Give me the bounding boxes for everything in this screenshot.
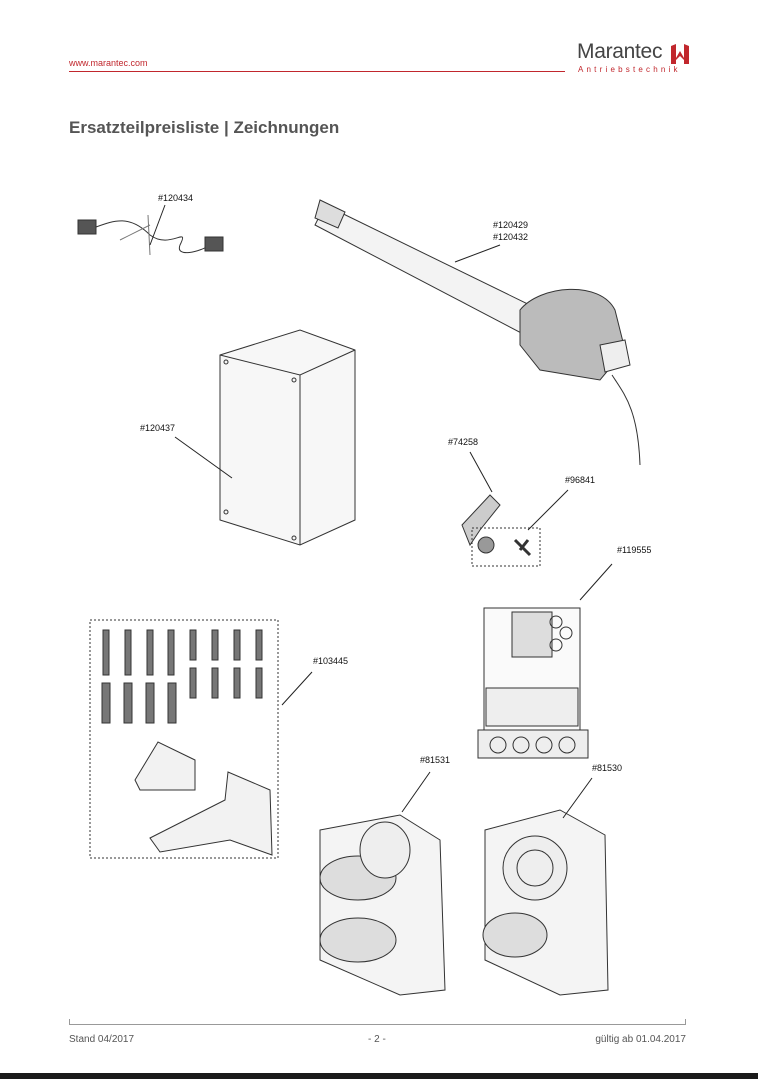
marantec-logo: Marantec Antriebstechnik: [577, 40, 689, 74]
part-label: #81530: [592, 763, 623, 773]
logo-wordmark: Marantec: [577, 40, 663, 63]
fixing-kit-drawing: [89, 619, 279, 859]
page-title: Ersatzteilpreisliste | Zeichnungen: [69, 118, 340, 137]
motor-81530-drawing: [482, 809, 609, 996]
part-label: #120429: [493, 220, 529, 230]
bottom-bar: [0, 1073, 758, 1079]
footer-rule-tick: [685, 1019, 686, 1025]
control-board-drawing: [477, 607, 589, 759]
actuator-drawing: [314, 199, 641, 466]
lock-set-drawing: [471, 527, 541, 567]
motor-81531-drawing: [319, 814, 446, 996]
release-lever-drawing: [461, 494, 501, 547]
logo-m-icon: [671, 44, 689, 64]
part-label: #81531: [420, 755, 451, 765]
website-link[interactable]: www.marantec.com: [69, 58, 148, 68]
enclosure-drawing: [219, 329, 356, 546]
header-rule: [69, 71, 565, 72]
part-label: #119555: [617, 545, 652, 555]
footer-validity: gültig ab 01.04.2017: [595, 1034, 686, 1045]
logo-tagline: Antriebstechnik: [578, 65, 681, 74]
cable-drawing: [77, 214, 224, 256]
part-label: #74258: [448, 437, 479, 447]
part-label: #120432: [493, 232, 529, 242]
part-label: #103445: [313, 656, 349, 666]
footer-status: Stand 04/2017: [69, 1034, 135, 1045]
footer-rule: [69, 1024, 686, 1025]
footer-rule-tick: [69, 1019, 70, 1025]
part-label: #120434: [158, 193, 194, 203]
page-number: - 2 -: [368, 1034, 386, 1045]
part-label: #120437: [140, 423, 176, 433]
part-label: #96841: [565, 475, 596, 485]
